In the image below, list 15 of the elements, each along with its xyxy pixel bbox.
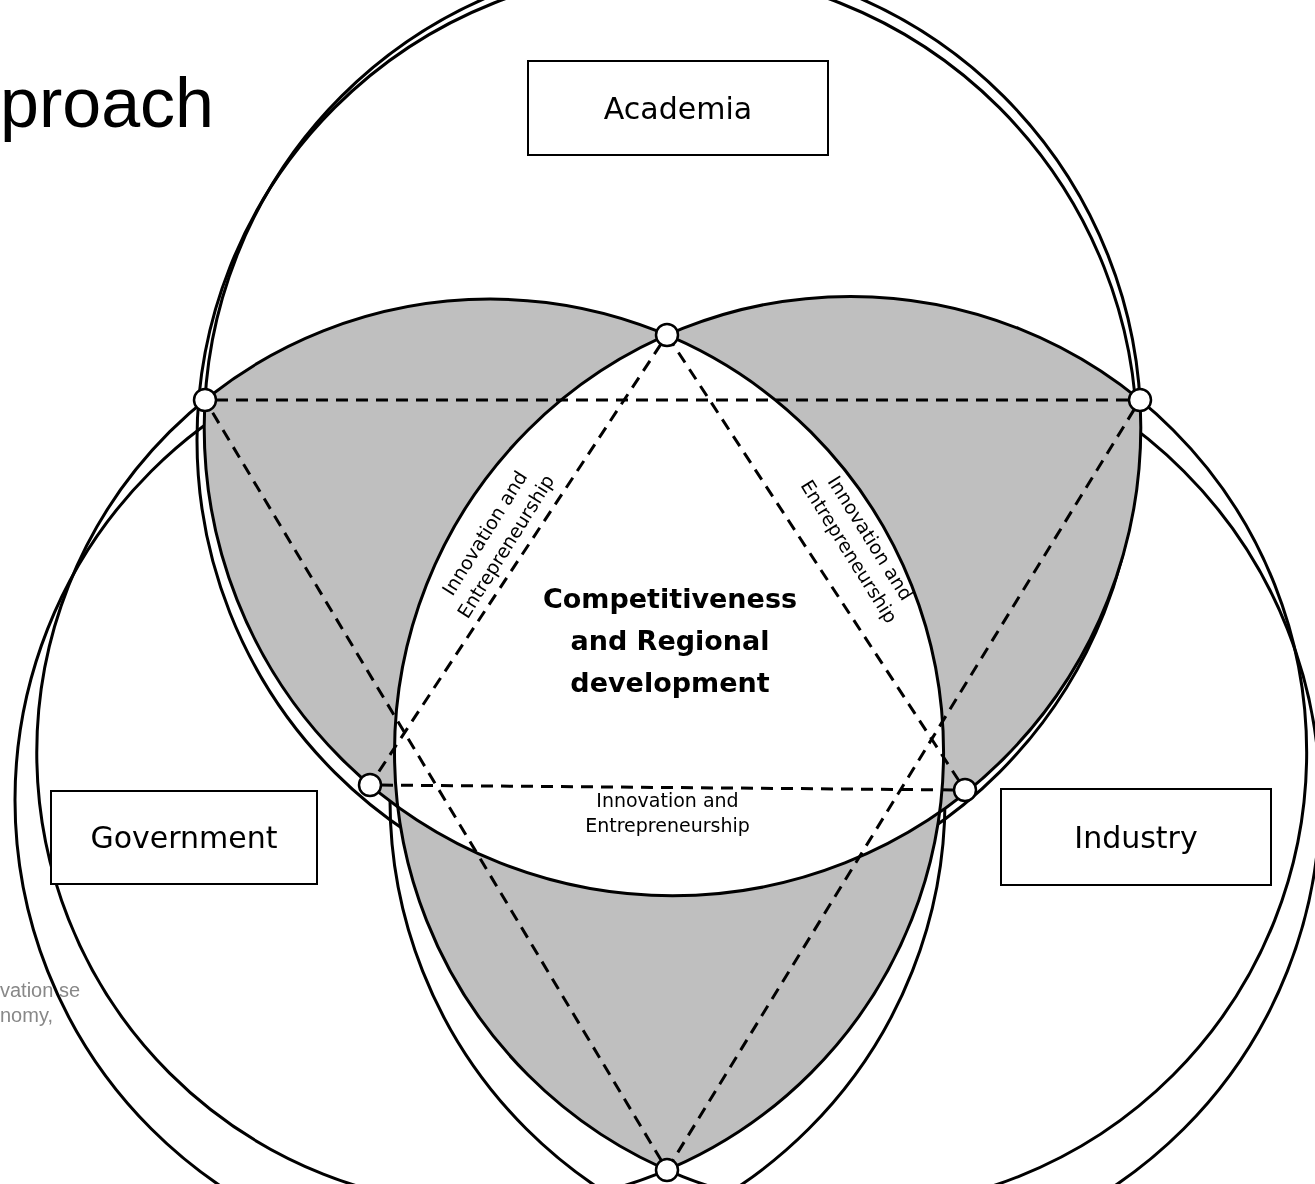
dashed-line — [216, 398, 1129, 402]
junction-dot — [1127, 387, 1153, 413]
junction-dot — [952, 777, 978, 803]
label-box: Government — [50, 790, 318, 885]
dashed-line — [671, 408, 1136, 1162]
junction-dot — [654, 1157, 680, 1183]
dashed-line — [671, 343, 961, 782]
junction-dot — [357, 772, 383, 798]
region-label: Innovation and Entrepreneurship — [584, 788, 751, 838]
label-box: Industry — [1000, 788, 1272, 886]
label-box: Academia — [527, 60, 829, 156]
junction-dot — [192, 387, 218, 413]
dashed-line — [381, 783, 954, 792]
cropped-text: vation se nomy, — [0, 978, 82, 1028]
junction-dot — [654, 322, 680, 348]
